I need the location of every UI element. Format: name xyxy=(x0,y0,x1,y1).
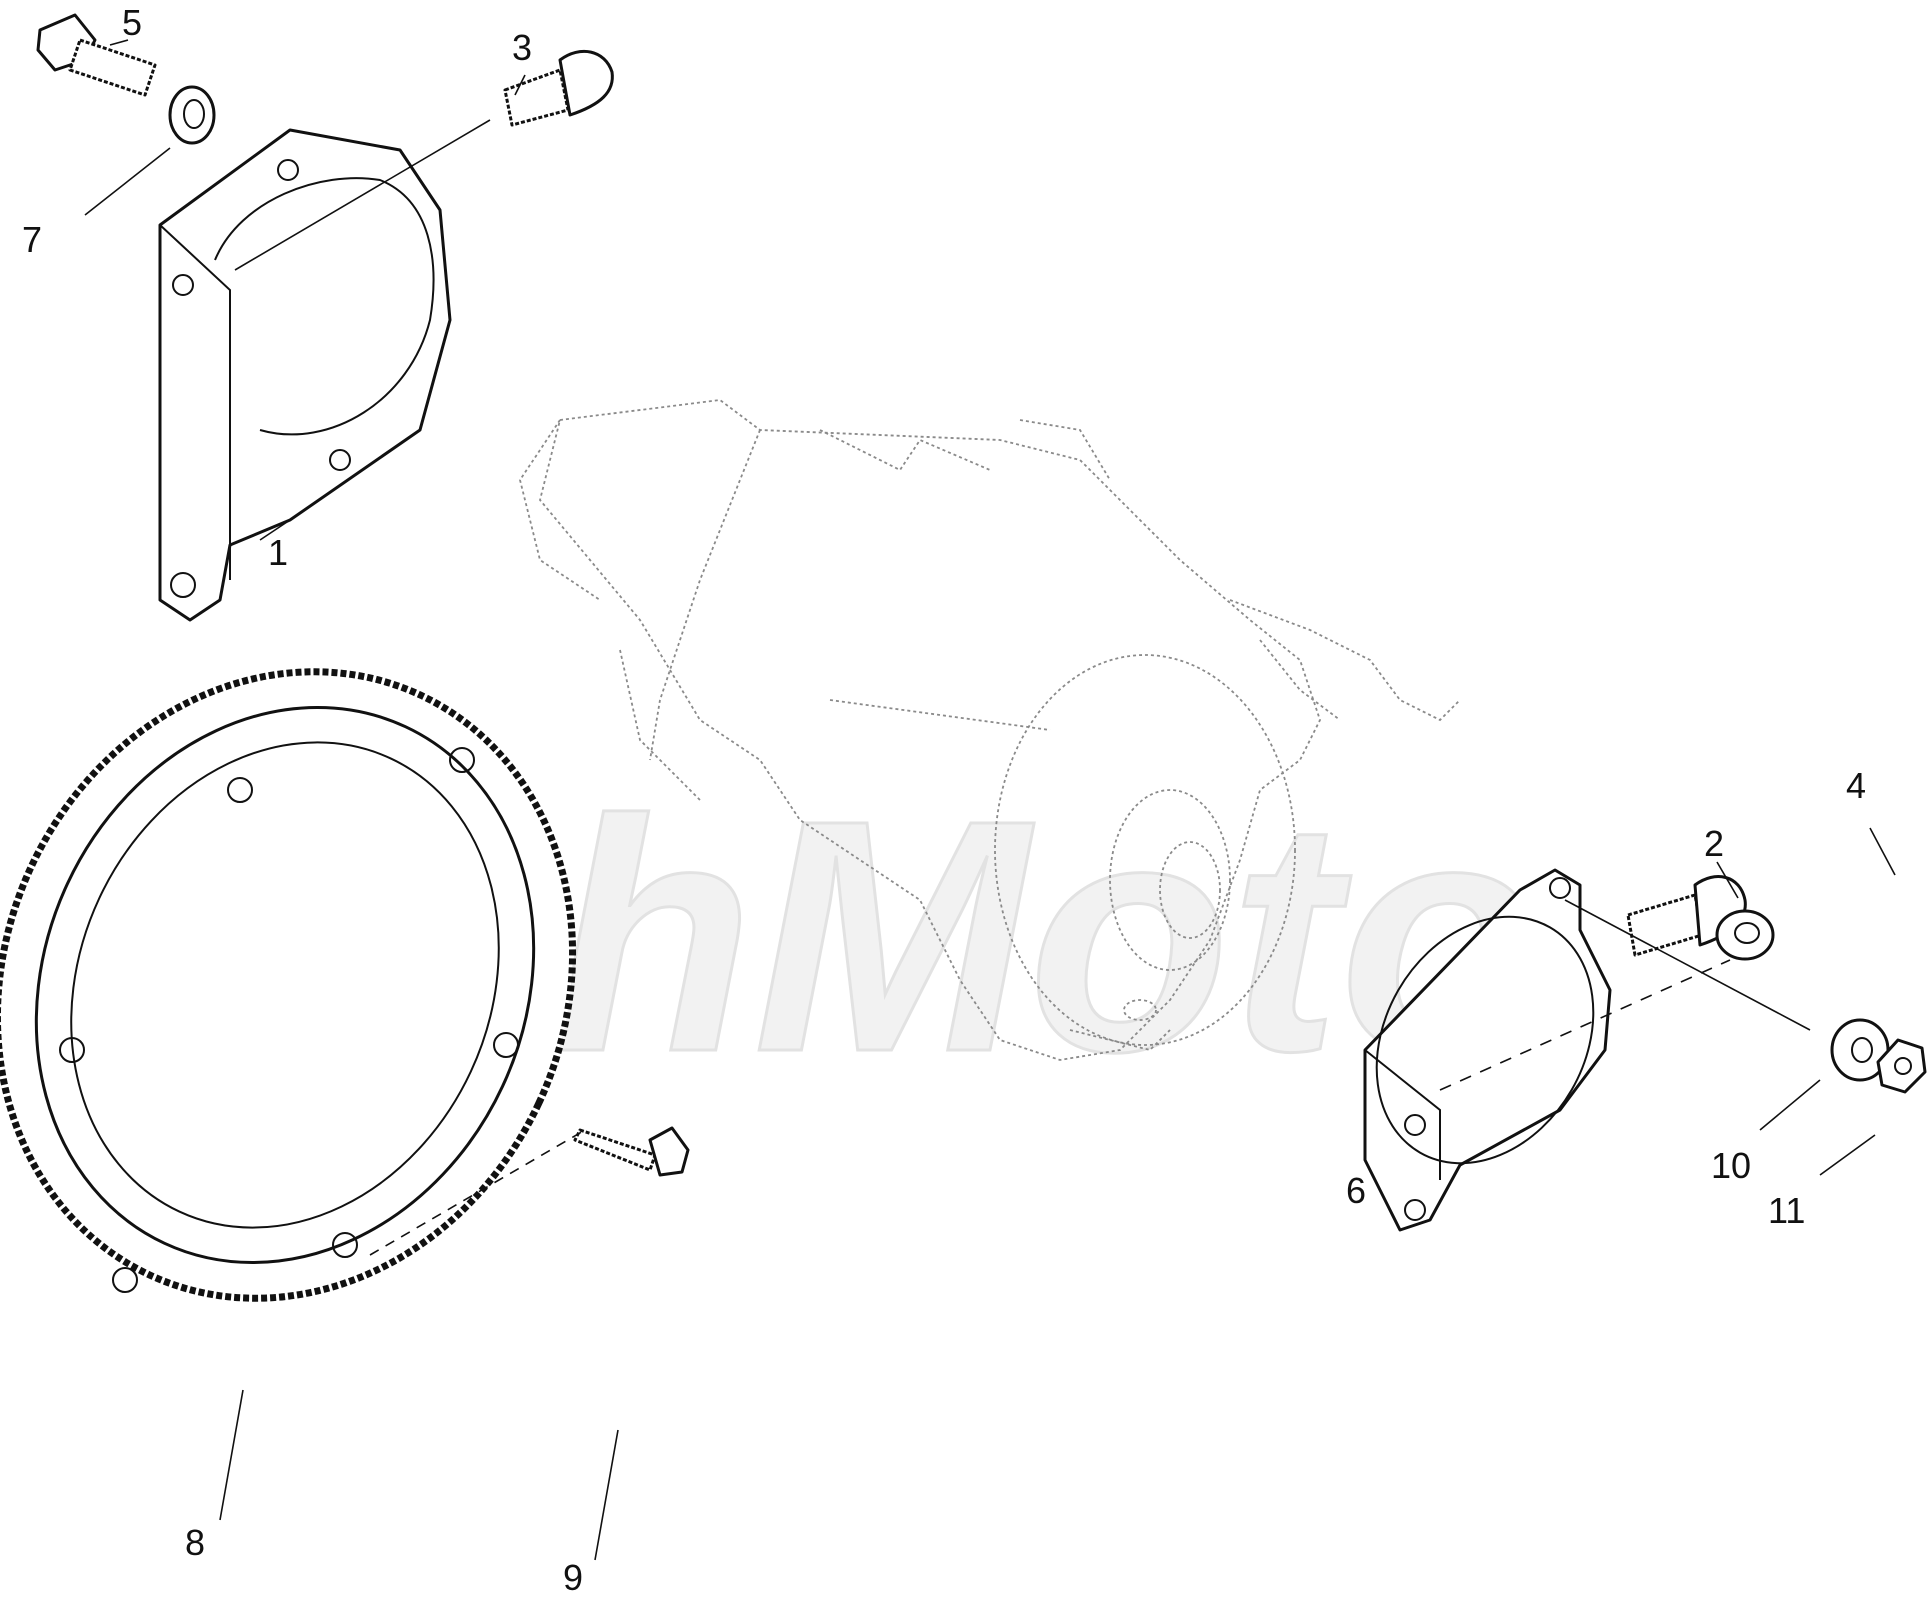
leader-2 xyxy=(1716,861,1739,899)
leader-11 xyxy=(1819,1134,1876,1176)
leader-9-dash xyxy=(369,1129,586,1256)
part-9-screw[interactable] xyxy=(573,1126,690,1177)
callout-11: 11 xyxy=(1768,1190,1805,1231)
part-1-bracket[interactable] xyxy=(158,128,452,622)
callout-9: 9 xyxy=(563,1557,583,1598)
callout-3: 3 xyxy=(512,27,532,68)
callout-labels: 5 3 7 1 8 9 4 2 6 10 11 xyxy=(22,2,1866,1598)
leader-3 xyxy=(514,74,526,96)
callout-8: 8 xyxy=(185,1522,205,1563)
leader-10 xyxy=(1759,1079,1821,1131)
part-7-lock-washer[interactable] xyxy=(168,85,216,145)
part-6-plate[interactable] xyxy=(1333,868,1636,1232)
starter-motor-ghost xyxy=(519,399,1461,1061)
leader-8 xyxy=(219,1389,244,1521)
leader-1 xyxy=(259,519,291,541)
callout-7: 7 xyxy=(22,219,42,260)
leader-9 xyxy=(594,1429,619,1561)
part-8-ring-gear[interactable] xyxy=(0,577,674,1394)
leader-5 xyxy=(109,39,129,46)
callout-4: 4 xyxy=(1846,765,1866,806)
leader-lines xyxy=(84,39,1896,1561)
part-11-nut[interactable] xyxy=(1876,1038,1927,1094)
callout-10: 10 xyxy=(1711,1145,1751,1186)
leader-6a xyxy=(1564,899,1811,1031)
part-5-bolt[interactable] xyxy=(36,13,157,97)
leader-7 xyxy=(84,147,171,216)
callout-6: 6 xyxy=(1346,1170,1366,1211)
part-3-bolt[interactable] xyxy=(503,50,614,127)
leader-6b xyxy=(1439,959,1731,1091)
leader-4 xyxy=(1869,827,1896,876)
leader-3-long xyxy=(234,119,491,271)
callout-1: 1 xyxy=(268,532,288,573)
callout-2: 2 xyxy=(1704,823,1724,864)
callout-5: 5 xyxy=(122,2,142,43)
part-2-lock-washer[interactable] xyxy=(1715,909,1775,961)
